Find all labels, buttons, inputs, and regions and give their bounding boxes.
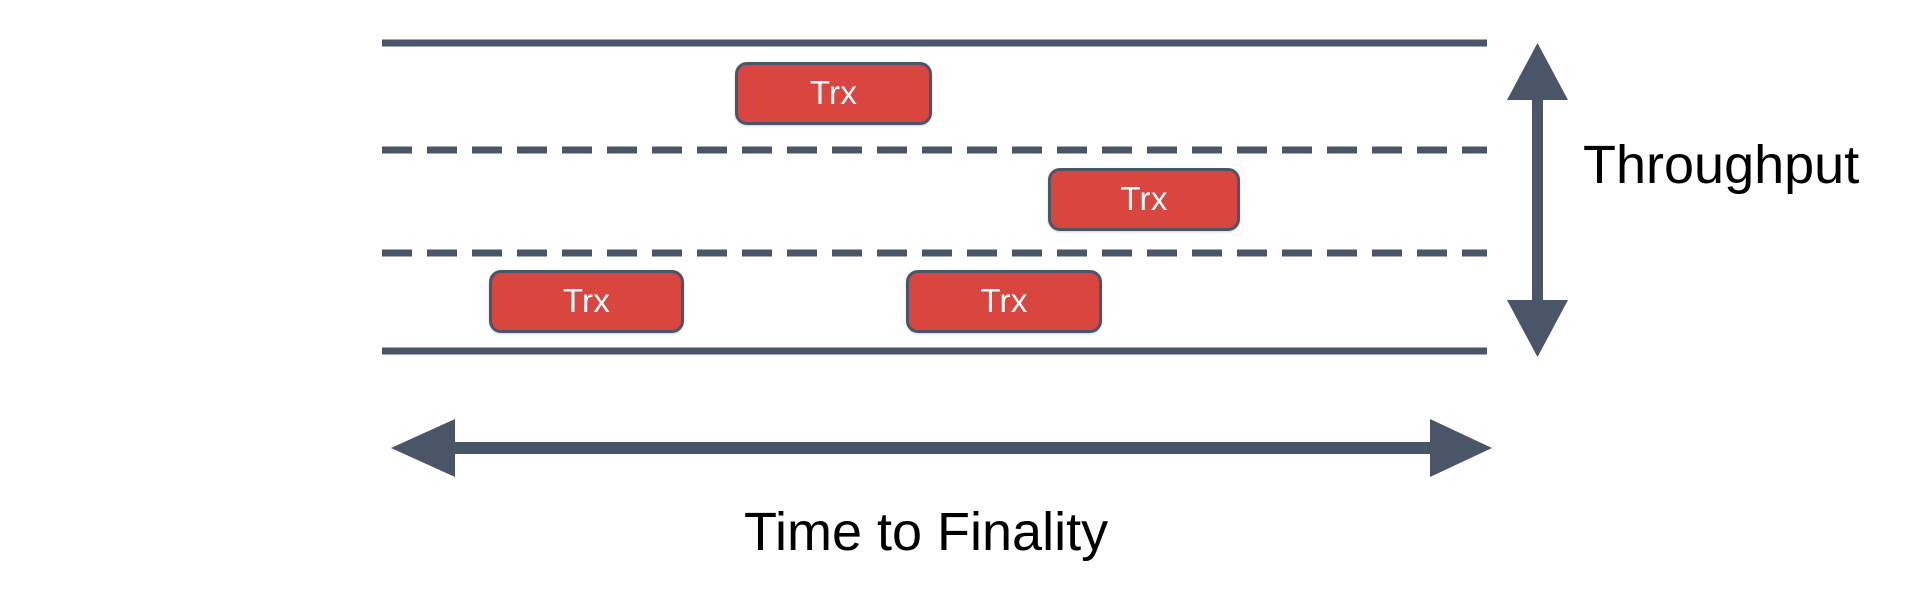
throughput-arrow-shaft: [1532, 92, 1543, 310]
trx-block-label: Trx: [809, 74, 858, 111]
trx-block-2[interactable]: Trx: [1048, 168, 1240, 231]
trx-block-4[interactable]: Trx: [906, 270, 1102, 333]
throughput-axis-label: Throughput: [1583, 135, 1860, 195]
trx-block-label: Trx: [1120, 180, 1168, 217]
trx-block-label: Trx: [980, 282, 1028, 319]
trx-block-label: Trx: [562, 282, 611, 319]
throughput-arrow-head-down: [1507, 300, 1568, 357]
throughput-arrow-head-up: [1507, 43, 1568, 100]
throughput-arrow: [1507, 43, 1568, 357]
trx-block-3[interactable]: Trx: [489, 270, 684, 333]
time-to-finality-axis-label: Time to Finality: [744, 502, 1109, 562]
time-to-finality-arrow-head-left: [391, 419, 455, 477]
time-to-finality-arrow: [391, 419, 1492, 477]
time-to-finality-arrow-head-right: [1430, 419, 1492, 477]
trx-block-1[interactable]: Trx: [735, 62, 932, 125]
time-to-finality-arrow-shaft: [448, 442, 1438, 454]
